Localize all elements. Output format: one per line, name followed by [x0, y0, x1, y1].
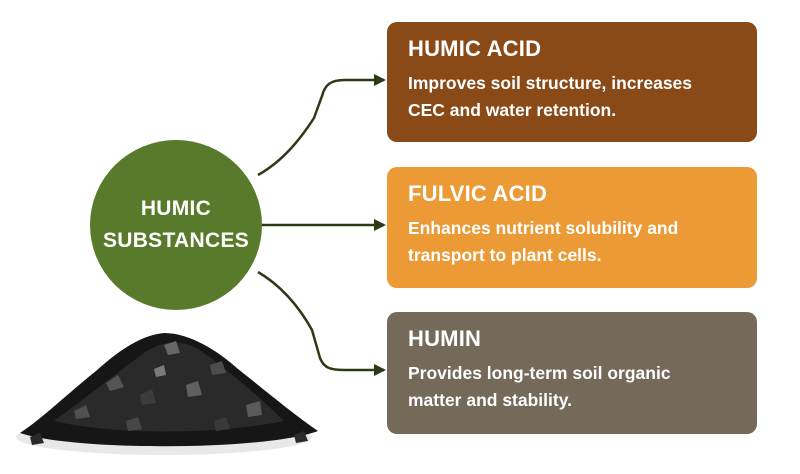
humic-acid-description: Improves soil structure, increases CEC a… [408, 70, 737, 124]
fulvic-acid-description-line1: Enhances nutrient solubility and [408, 218, 679, 238]
humin-title: HUMIN [408, 326, 482, 351]
hub-label-line1: HUMIC [140, 197, 212, 220]
fulvic-acid-description-line2: transport to plant cells. [408, 245, 602, 265]
humic-acid-card: HUMIC ACID Improves soil structure, incr… [387, 22, 757, 142]
humic-acid-description-line1: Improves soil structure, increases [408, 73, 693, 93]
humin-description: Provides long-term soil organic matter a… [408, 360, 737, 414]
humic-substances-hub: HUMIC SUBSTANCES [90, 140, 262, 310]
humin-description-line2: matter and stability. [408, 390, 573, 410]
humic-acid-description-line2: CEC and water retention. [408, 100, 617, 120]
hub-label-line2: SUBSTANCES [102, 229, 250, 252]
arrow-to-humin [257, 270, 386, 376]
humic-acid-title: HUMIC ACID [408, 36, 542, 61]
humate-granules-pile-icon [16, 333, 318, 455]
arrow-to-humic-acid [257, 74, 386, 177]
humin-card: HUMIN Provides long-term soil organic ma… [387, 312, 757, 434]
humin-description-line1: Provides long-term soil organic [408, 363, 671, 383]
fulvic-acid-card: FULVIC ACID Enhances nutrient solubility… [387, 167, 757, 288]
fulvic-acid-title: FULVIC ACID [408, 181, 548, 206]
fulvic-acid-description: Enhances nutrient solubility and transpo… [408, 215, 737, 269]
